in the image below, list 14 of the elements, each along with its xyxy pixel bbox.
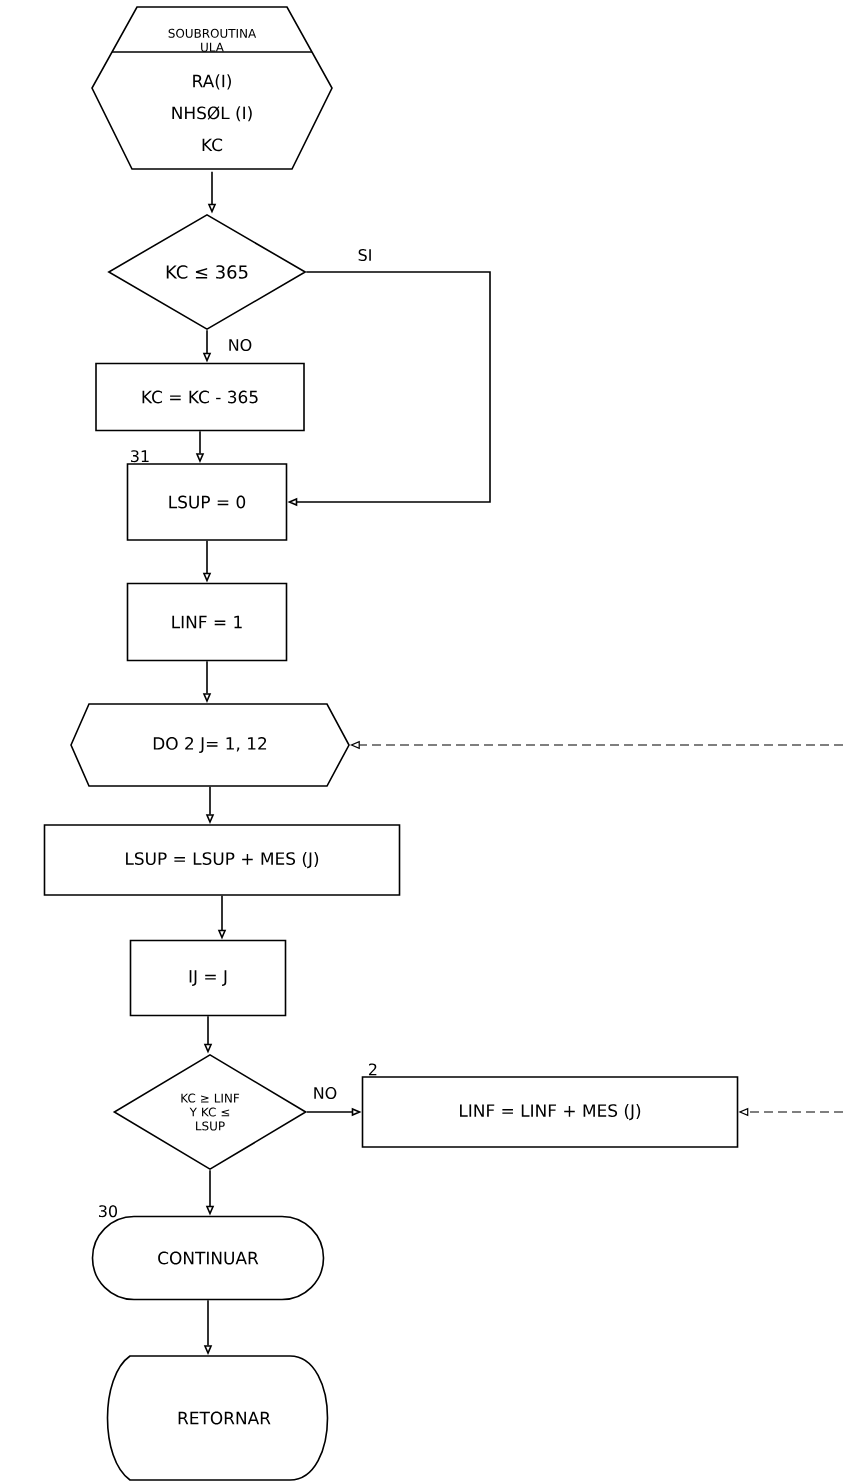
process-box: LINF = LINF + MES (J) (361, 1076, 739, 1148)
edge-label: NO (226, 337, 254, 353)
edge-label: NO (311, 1086, 339, 1101)
step-number: 30 (99, 1205, 117, 1218)
process-box: LSUP = LSUP + MES (J) (43, 824, 401, 896)
loop-hexagon: DO 2 J= 1, 12 (70, 703, 350, 787)
step-number: 2 (369, 1063, 377, 1076)
edge-label: SI (356, 247, 374, 263)
step-number: 31 (131, 450, 149, 463)
process-box: LSUP = 0 (126, 463, 288, 541)
process-box: LINF = 1 (126, 582, 288, 662)
process-box: KC = KC - 365 (95, 362, 305, 432)
process-box: IJ = J (129, 939, 287, 1017)
subroutine-hexagon: SOUBROUTINA ULA RA(I) NHSØL (I) KC (91, 6, 333, 170)
